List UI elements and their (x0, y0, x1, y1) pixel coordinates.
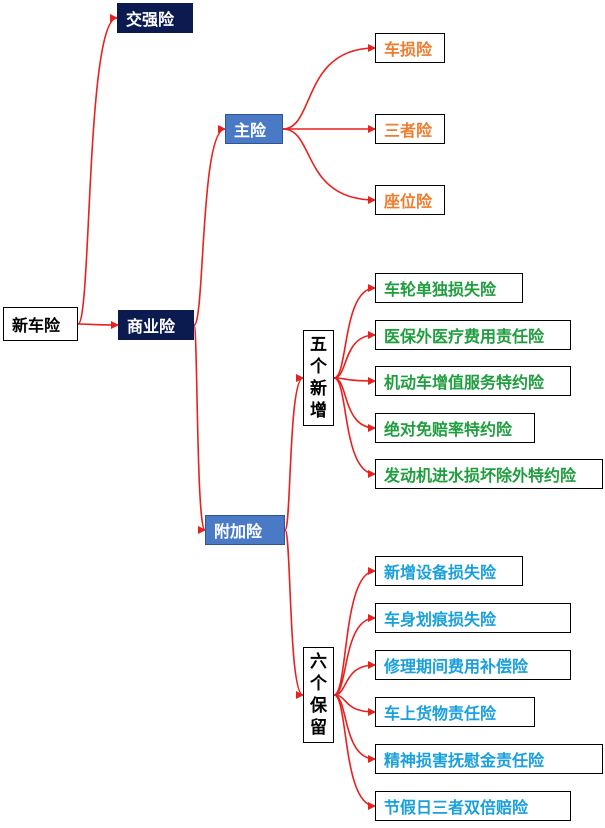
six-kept-item: 车上货物责任险 (375, 697, 535, 727)
link-six-kept-item-1 (333, 614, 376, 696)
link-five-new-item-1 (333, 331, 376, 379)
main-item: 车损险 (375, 33, 445, 63)
five-new-item: 车轮单独损失险 (375, 273, 523, 303)
six-kept-item: 车身划痕损失险 (375, 603, 571, 633)
link-six-kept-item-0 (333, 567, 376, 696)
main-insurance-label: 主险 (234, 121, 267, 140)
link-five-new-item-2 (333, 376, 376, 385)
additional-insurance-label: 附加险 (214, 522, 263, 541)
compulsory-insurance-node: 交强险 (117, 3, 193, 33)
five-new-group-label: 五 个 新 增 (303, 330, 334, 426)
five-new-item: 绝对免赔率特约险 (375, 413, 535, 443)
five-new-item: 机动车增值服务特约险 (375, 366, 571, 396)
six-kept-item: 精神损害抚慰金责任险 (375, 744, 603, 774)
main-insurance-node: 主险 (225, 114, 283, 144)
six-kept-item: 节假日三者双倍赔险 (375, 791, 571, 821)
link-six-kept-item-2 (333, 661, 376, 696)
commercial-insurance-label: 商业险 (127, 317, 176, 336)
link-main-item-0 (282, 44, 376, 130)
five-new-item: 发动机进水损坏除外特约险 (375, 459, 603, 489)
link-root-compulsory (77, 14, 118, 325)
link-six-kept-item-5 (333, 694, 376, 810)
link-additional-six-kept (284, 529, 304, 699)
compulsory-insurance-label: 交强险 (126, 10, 175, 29)
link-commercial-additional (193, 324, 206, 534)
link-five-new-item-4 (333, 377, 376, 478)
root-node: 新车险 (3, 307, 78, 341)
six-kept-group-label: 六 个 保 留 (303, 647, 334, 743)
six-kept-item: 修理期间费用补偿险 (375, 650, 571, 680)
six-kept-item: 新增设备损失险 (375, 556, 523, 586)
link-additional-five-new (284, 374, 304, 531)
link-root-commercial (77, 320, 119, 329)
commercial-insurance-node: 商业险 (118, 310, 194, 340)
additional-insurance-node: 附加险 (205, 515, 285, 545)
root-label: 新车险 (12, 316, 61, 335)
main-item: 座位险 (375, 185, 445, 215)
main-item: 三者险 (375, 114, 445, 144)
five-new-item: 医保外医疗费用责任险 (375, 320, 571, 350)
link-commercial-main (193, 125, 226, 326)
link-five-new-item-0 (333, 284, 376, 379)
link-main-item-2 (282, 128, 376, 204)
